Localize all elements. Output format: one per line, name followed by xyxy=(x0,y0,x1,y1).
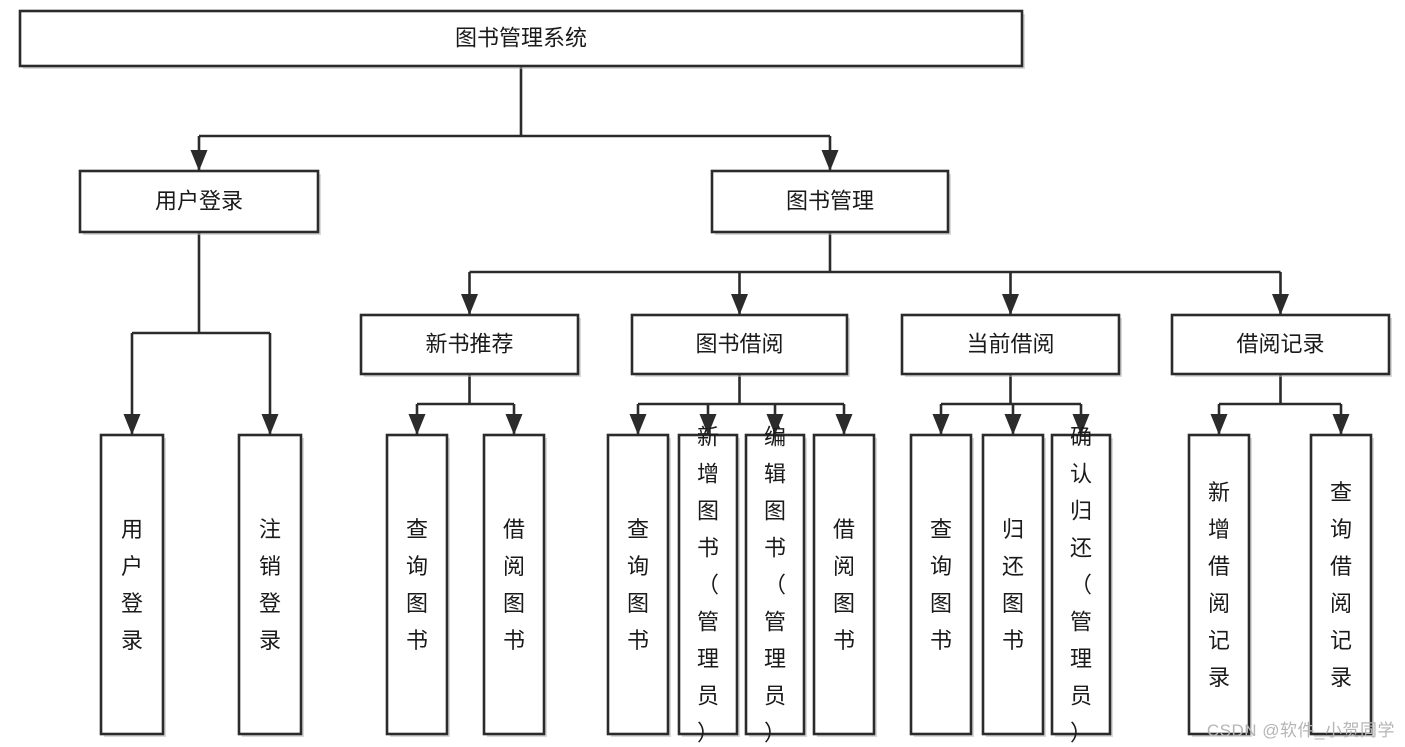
node-l3_user_login[interactable]: 用户登录 xyxy=(99,433,166,737)
arrowhead-icon xyxy=(1210,414,1228,435)
node-box[interactable] xyxy=(1309,433,1373,736)
node-label: 当前借阅 xyxy=(966,331,1054,356)
node-box[interactable] xyxy=(482,433,546,736)
node-l2_borrow_record[interactable]: 借阅记录 xyxy=(1170,313,1392,377)
node-l3_cur_return_book[interactable]: 归还图书 xyxy=(981,433,1046,737)
node-label: 确认归还（管理员） xyxy=(1070,424,1092,745)
node-l3_rec_borrow_book[interactable]: 借阅图书 xyxy=(482,433,547,737)
arrowhead-icon xyxy=(629,414,647,435)
arrowhead-icon xyxy=(699,414,717,435)
node-label: 新书推荐 xyxy=(425,331,513,356)
node-l3_bor_edit_book[interactable]: 编辑图书（管理员） xyxy=(744,424,807,745)
arrowhead-icon xyxy=(1004,414,1022,435)
connector-layer xyxy=(123,66,1350,435)
node-box[interactable] xyxy=(237,433,303,736)
node-label: 查询图书 xyxy=(406,517,428,653)
arrowhead-icon xyxy=(1272,294,1289,315)
node-l3_cur_query_book[interactable]: 查询图书 xyxy=(909,433,974,737)
node-box[interactable] xyxy=(630,313,849,376)
node-label: 查询借阅记录 xyxy=(1330,480,1352,690)
node-label: 归还图书 xyxy=(1002,517,1024,653)
arrowhead-icon xyxy=(261,414,279,435)
node-l3_rec_add_record[interactable]: 新增借阅记录 xyxy=(1187,433,1252,737)
node-l3_bor_borrow_book[interactable]: 借阅图书 xyxy=(812,433,877,737)
arrowhead-icon xyxy=(731,294,748,315)
node-l1_user_login[interactable]: 用户登录 xyxy=(78,169,321,235)
node-l3_rec_query_record[interactable]: 查询借阅记录 xyxy=(1309,433,1374,737)
node-box[interactable] xyxy=(1170,313,1391,376)
node-label: 新增图书（管理员） xyxy=(697,424,719,745)
node-label: 编辑图书（管理员） xyxy=(764,424,786,745)
node-label: 图书管理系统 xyxy=(455,25,587,50)
node-box[interactable] xyxy=(99,433,165,736)
arrowhead-icon xyxy=(505,414,523,435)
node-l2_book_borrow[interactable]: 图书借阅 xyxy=(630,313,850,377)
node-label: 注销登录 xyxy=(259,517,281,653)
node-l3_rec_query_book[interactable]: 查询图书 xyxy=(385,433,450,737)
arrowhead-icon xyxy=(123,414,141,435)
node-box[interactable] xyxy=(744,433,806,736)
node-l2_new_book_rec[interactable]: 新书推荐 xyxy=(359,313,581,377)
node-box[interactable] xyxy=(909,433,973,736)
arrowhead-icon xyxy=(821,150,839,171)
node-box[interactable] xyxy=(359,313,580,376)
node-label: 新增借阅记录 xyxy=(1208,480,1230,690)
node-l3_cur_confirm_return[interactable]: 确认归还（管理员） xyxy=(1050,424,1113,745)
arrowhead-icon xyxy=(1332,414,1350,435)
edge-group-l2_book_borrow xyxy=(629,374,853,435)
node-box[interactable] xyxy=(710,169,950,234)
node-l3_logout_login[interactable]: 注销登录 xyxy=(237,433,304,737)
node-l2_current_borrow[interactable]: 当前借阅 xyxy=(900,313,1122,377)
arrowhead-icon xyxy=(1002,294,1019,315)
arrowhead-icon xyxy=(190,150,208,171)
node-label: 用户登录 xyxy=(155,188,243,213)
node-layer: 图书管理系统用户登录图书管理新书推荐图书借阅当前借阅借阅记录用户登录注销登录查询… xyxy=(18,9,1392,745)
node-box[interactable] xyxy=(981,433,1045,736)
arrowhead-icon xyxy=(1072,414,1090,435)
node-box[interactable] xyxy=(677,433,739,736)
node-label: 借阅图书 xyxy=(833,517,855,653)
node-label: 图书管理 xyxy=(786,188,874,213)
edge-group-l2_borrow_record xyxy=(1210,374,1350,435)
node-label: 用户登录 xyxy=(121,517,143,653)
edge-group-l1_user_login xyxy=(123,232,279,435)
node-box[interactable] xyxy=(812,433,876,736)
node-root[interactable]: 图书管理系统 xyxy=(18,9,1025,69)
arrowhead-icon xyxy=(932,414,950,435)
edge-group-l1_book_mgmt xyxy=(461,232,1289,315)
node-box[interactable] xyxy=(1187,433,1251,736)
node-label: 查询图书 xyxy=(627,517,649,653)
node-box[interactable] xyxy=(900,313,1121,376)
arrowhead-icon xyxy=(835,414,853,435)
node-box[interactable] xyxy=(606,433,670,736)
arrowhead-icon xyxy=(766,414,784,435)
arrowhead-icon xyxy=(408,414,426,435)
node-label: 查询图书 xyxy=(930,517,952,653)
edge-group-l2_new_book_rec xyxy=(408,374,523,435)
edge-group-l2_current_borrow xyxy=(932,374,1090,435)
node-box[interactable] xyxy=(78,169,320,234)
edge-group-root xyxy=(190,66,839,171)
node-box[interactable] xyxy=(385,433,449,736)
node-box[interactable] xyxy=(18,9,1024,68)
node-label: 借阅记录 xyxy=(1236,331,1324,356)
arrowhead-icon xyxy=(461,294,478,315)
node-l3_bor_add_book[interactable]: 新增图书（管理员） xyxy=(677,424,740,745)
node-label: 图书借阅 xyxy=(695,331,783,356)
node-l3_bor_query_book[interactable]: 查询图书 xyxy=(606,433,671,737)
node-label: 借阅图书 xyxy=(503,517,525,653)
node-l1_book_mgmt[interactable]: 图书管理 xyxy=(710,169,951,235)
node-box[interactable] xyxy=(1050,433,1112,736)
